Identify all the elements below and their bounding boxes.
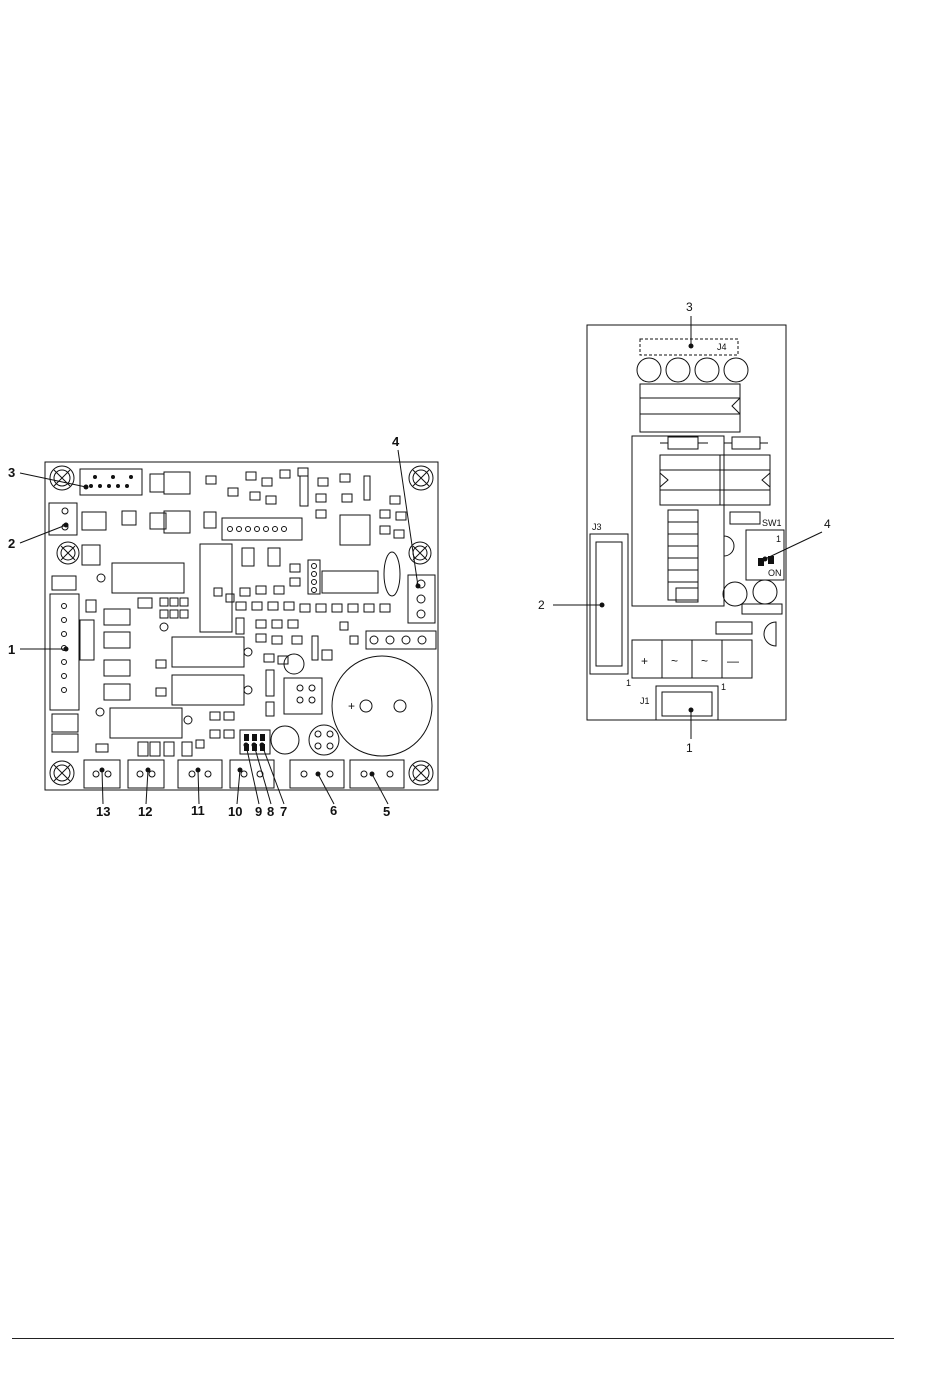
mounting-hole bbox=[57, 542, 79, 564]
electrolytic-capacitor bbox=[332, 656, 432, 756]
label-j3: J3 bbox=[592, 522, 602, 532]
callout-13: 13 bbox=[96, 804, 110, 819]
label-sw-pin: 1 bbox=[776, 534, 781, 544]
callout-10: 10 bbox=[228, 804, 242, 819]
terminal-ac-2: ~ bbox=[701, 654, 708, 668]
mounting-hole bbox=[50, 466, 74, 490]
label-sw-on: ON bbox=[768, 568, 782, 578]
terminal-ac-1: ~ bbox=[671, 654, 678, 668]
j1-connector bbox=[656, 686, 718, 720]
right-callout-1: 1 bbox=[686, 741, 693, 755]
mounting-hole bbox=[409, 761, 433, 785]
callout-4: 4 bbox=[392, 434, 400, 449]
ribbon-connector bbox=[80, 469, 142, 495]
footer-rule bbox=[12, 1338, 894, 1339]
callout-12: 12 bbox=[138, 804, 152, 819]
callout-7: 7 bbox=[280, 804, 287, 819]
callout-11: 11 bbox=[191, 803, 205, 818]
right-callout-labels: 1 2 3 4 bbox=[538, 300, 831, 755]
label-sw1: SW1 bbox=[762, 518, 782, 528]
bottom-connector bbox=[178, 760, 222, 788]
callout-5: 5 bbox=[383, 804, 390, 819]
callout-2: 2 bbox=[8, 536, 15, 551]
right-callout-2: 2 bbox=[538, 598, 545, 612]
terminal-plus: + bbox=[641, 654, 648, 668]
callout-1: 1 bbox=[8, 642, 15, 657]
callout-9: 9 bbox=[255, 804, 262, 819]
callout-3: 3 bbox=[8, 465, 15, 480]
capacitor-row bbox=[637, 358, 748, 382]
label-j1: J1 bbox=[640, 696, 650, 706]
right-callout-3: 3 bbox=[686, 300, 693, 314]
left-callout-labels: 1 2 3 4 5 6 7 8 9 10 11 12 13 bbox=[8, 434, 400, 819]
callout-8: 8 bbox=[267, 804, 274, 819]
three-pin-connector bbox=[408, 575, 435, 623]
left-circuit-board: + bbox=[20, 450, 438, 804]
left-board-outline bbox=[45, 462, 438, 790]
label-pin1-right: 1 bbox=[721, 682, 726, 692]
right-callout-4: 4 bbox=[824, 517, 831, 531]
label-pin1-left: 1 bbox=[626, 678, 631, 688]
mounting-hole bbox=[409, 466, 433, 490]
callout-6: 6 bbox=[330, 803, 337, 818]
svg-text:+: + bbox=[348, 699, 355, 713]
mounting-hole bbox=[50, 761, 74, 785]
bottom-connector bbox=[128, 760, 164, 788]
terminal-minus: — bbox=[727, 654, 739, 668]
label-j4: J4 bbox=[717, 342, 727, 352]
